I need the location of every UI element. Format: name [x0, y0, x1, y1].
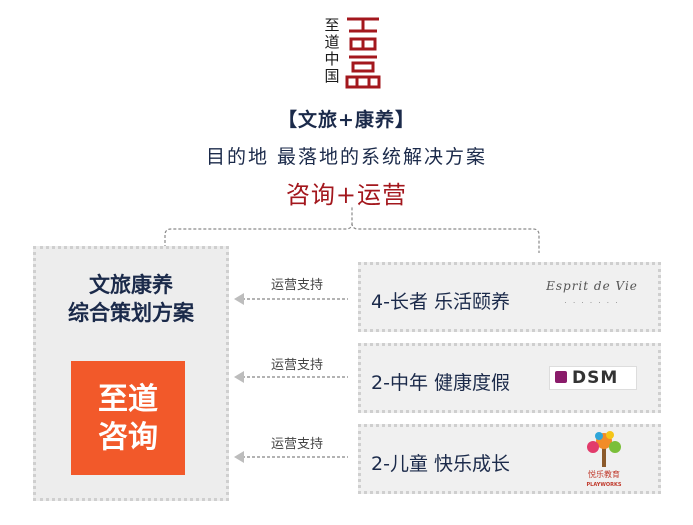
header-subtitle: 目的地 最落地的系统解决方案 — [205, 146, 488, 168]
esprit-brand-sub: · · · · · · · — [564, 299, 620, 307]
logo-seal-icon — [345, 17, 381, 89]
left-arrow-icon — [234, 451, 348, 463]
row-children-text: 2-儿童 快乐成长 — [371, 453, 510, 475]
left-arrow-icon — [234, 293, 348, 305]
badge-line2: 咨询 — [98, 420, 158, 455]
playworks-brand-name: 悦乐教育 — [588, 469, 620, 479]
dsm-brand-name: DSM — [572, 368, 619, 388]
consulting-badge: 至道 咨询 — [71, 361, 185, 475]
left-arrow-icon — [234, 371, 348, 383]
row-midlife: 2-中年 健康度假 DSM — [358, 343, 661, 413]
left-panel-title: 文旅康养 综合策划方案 — [36, 271, 226, 327]
esprit-de-vie-logo: Esprit de Vie · · · · · · · — [544, 279, 640, 315]
arrow-label-2: 运营支持 — [270, 358, 323, 373]
arrow-label-3: 运营支持 — [270, 437, 323, 452]
row-elderly: 4-长者 乐活颐养 Esprit de Vie · · · · · · · — [358, 262, 661, 332]
header-category: 【文旅+康养】 — [278, 109, 415, 131]
badge-line1: 至道 — [98, 382, 158, 417]
logo-vertical-text: 至道中国 — [324, 16, 340, 85]
row-elderly-text: 4-长者 乐活颐养 — [371, 291, 510, 313]
left-title-line2: 综合策划方案 — [68, 301, 194, 325]
zhidao-logo: 至道中国 — [324, 15, 384, 95]
row-midlife-text: 2-中年 健康度假 — [371, 372, 510, 394]
dsm-logo: DSM — [549, 366, 637, 390]
playworks-brand-sub: PLAYWORKS — [587, 482, 622, 488]
playworks-tree-logo-icon: 悦乐教育 PLAYWORKS — [587, 431, 622, 488]
esprit-brand-name: Esprit de Vie — [546, 279, 638, 293]
left-title-line1: 文旅康养 — [89, 273, 173, 297]
arrow-label-1: 运营支持 — [270, 278, 323, 293]
left-panel: 文旅康养 综合策划方案 至道 咨询 — [33, 246, 229, 501]
row-children: 2-儿童 快乐成长 悦乐教育 PLAYWORKS — [358, 424, 661, 494]
header-service: 咨询+运营 — [285, 181, 408, 209]
dsm-mark-icon — [555, 371, 567, 383]
brace-connector — [164, 207, 540, 253]
